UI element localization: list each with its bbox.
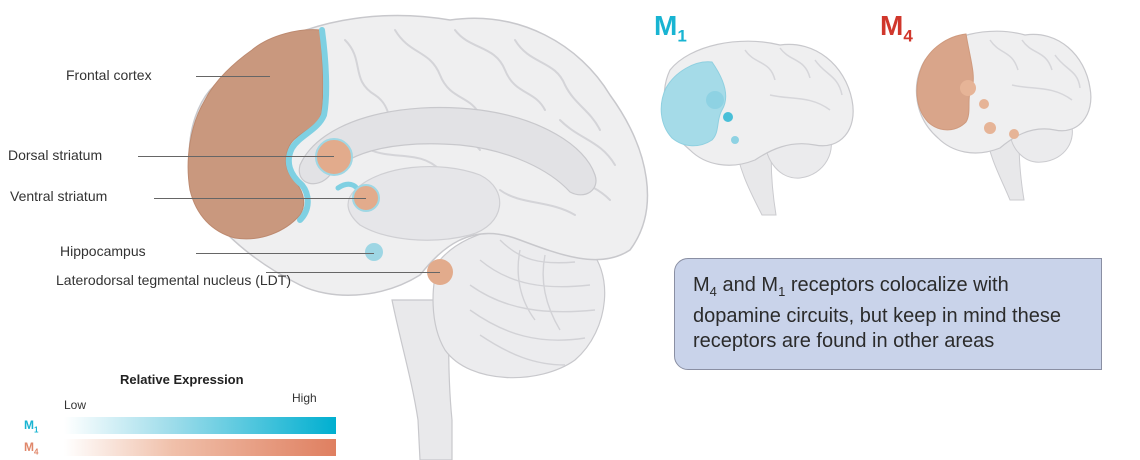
- callout-m4: M: [693, 274, 710, 296]
- legend-m4-label: M4: [24, 440, 38, 456]
- legend-m4-gradient-bar: [64, 439, 336, 456]
- callout-m1: M: [761, 274, 778, 296]
- legend-m1-label: M1: [24, 418, 38, 434]
- callout-m4-sub: 4: [710, 284, 717, 299]
- legend-high-label: High: [292, 391, 317, 405]
- m4-small-brain-label: M4: [880, 10, 913, 47]
- m1-small-brain-label: M1: [654, 10, 687, 47]
- legend-title: Relative Expression: [120, 372, 244, 387]
- legend-low-label: Low: [64, 398, 86, 412]
- callout-and: and: [717, 274, 761, 296]
- colocalization-callout: M4 and M1 receptors colocalize with dopa…: [674, 258, 1102, 370]
- legend-m1-gradient-bar: [64, 417, 336, 434]
